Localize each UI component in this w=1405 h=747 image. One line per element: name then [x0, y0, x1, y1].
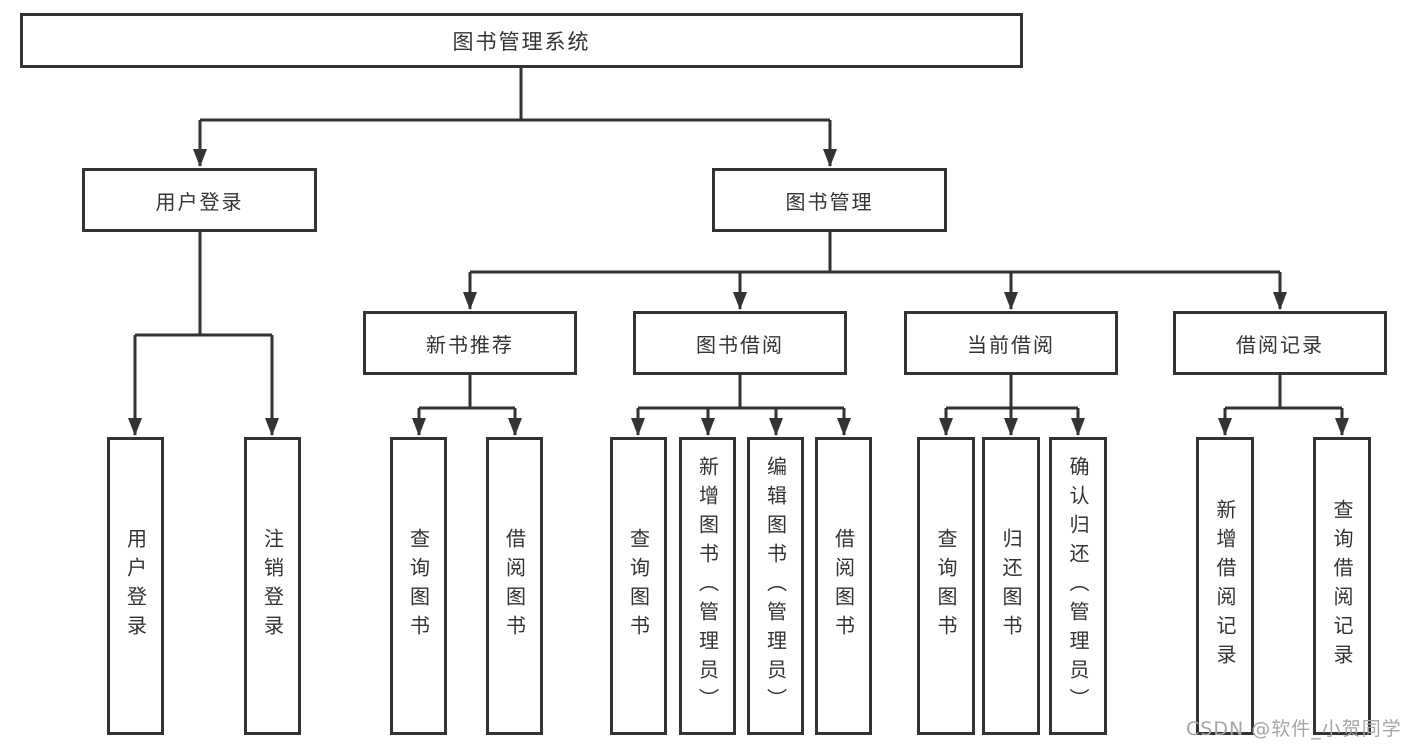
leaf-cb-query-books-label: 查询图书 [934, 528, 958, 644]
node-borrow-records-label: 借阅记录 [1236, 332, 1324, 357]
leaf-cb-confirm-return-admin: 确认归还（管理员） [1049, 437, 1107, 735]
leaf-nb-query-books-label: 查询图书 [406, 528, 431, 644]
leaf-bb-query-books-label: 查询图书 [626, 528, 651, 644]
leaf-logout: 注销登录 [244, 437, 301, 735]
leaf-br-add-record: 新增借阅记录 [1196, 437, 1254, 735]
leaf-br-query-record-label: 查询借阅记录 [1330, 499, 1354, 673]
leaf-bb-add-book-admin: 新增图书（管理员） [679, 437, 736, 735]
leaf-bb-add-book-admin-label: 新增图书（管理员） [695, 455, 720, 717]
leaf-bb-query-books: 查询图书 [610, 437, 667, 735]
leaf-user-login: 用户登录 [107, 437, 164, 735]
tree-trunk-lines [135, 68, 1342, 410]
leaf-cb-query-books: 查询图书 [917, 437, 975, 735]
node-new-book-recommend: 新书推荐 [363, 311, 577, 375]
node-book-management-label: 图书管理 [785, 189, 874, 214]
node-user-login: 用户登录 [82, 168, 317, 232]
leaf-nb-query-books: 查询图书 [390, 437, 447, 735]
node-borrow-records: 借阅记录 [1173, 311, 1387, 375]
leaf-cb-return-books: 归还图书 [982, 437, 1040, 735]
leaf-cb-return-books-label: 归还图书 [999, 528, 1023, 644]
leaf-nb-borrow-books-label: 借阅图书 [502, 528, 527, 644]
leaf-bb-borrow-books-label: 借阅图书 [831, 528, 856, 644]
node-user-login-label: 用户登录 [155, 189, 244, 214]
node-book-management: 图书管理 [712, 168, 947, 232]
csdn-watermark: CSDN @软件_小贺同学 [1186, 718, 1402, 740]
node-book-borrow-label: 图书借阅 [696, 332, 784, 357]
leaf-br-query-record: 查询借阅记录 [1313, 437, 1371, 735]
leaf-user-login-label: 用户登录 [123, 528, 148, 644]
leaf-bb-edit-book-admin: 编辑图书（管理员） [747, 437, 804, 735]
leaf-br-add-record-label: 新增借阅记录 [1213, 499, 1237, 673]
leaf-cb-confirm-return-admin-label: 确认归还（管理员） [1066, 455, 1090, 717]
leaf-bb-edit-book-admin-label: 编辑图书（管理员） [763, 455, 788, 717]
node-root-label: 图书管理系统 [452, 29, 591, 54]
node-new-book-recommend-label: 新书推荐 [426, 332, 514, 357]
node-current-borrow: 当前借阅 [904, 311, 1118, 375]
leaf-bb-borrow-books: 借阅图书 [815, 437, 872, 735]
leaf-logout-label: 注销登录 [260, 528, 285, 644]
node-book-borrow: 图书借阅 [633, 311, 847, 375]
leaf-nb-borrow-books: 借阅图书 [486, 437, 543, 735]
node-current-borrow-label: 当前借阅 [967, 332, 1055, 357]
node-root: 图书管理系统 [20, 13, 1023, 68]
